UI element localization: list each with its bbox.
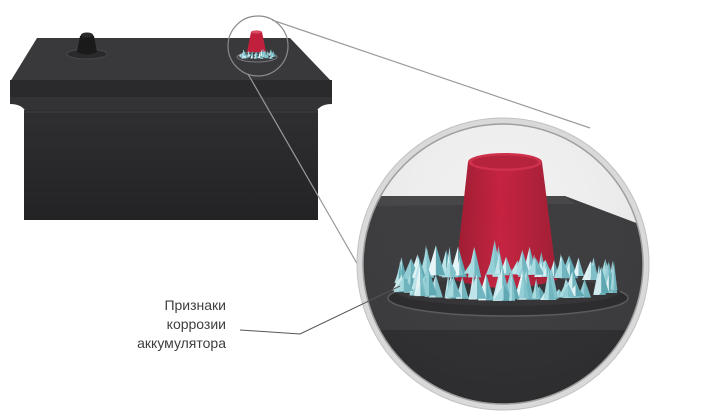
magnifying-lens-circle	[356, 117, 650, 411]
magnifier-connector-lines	[247, 19, 591, 301]
corrosion-crystals-small	[238, 48, 276, 59]
corrosion-callout-label: Признаки коррозии аккумулятора	[70, 296, 226, 353]
battery-lid-top	[10, 38, 332, 82]
callout-line-2: коррозии	[166, 316, 226, 332]
battery-lid-front	[10, 80, 332, 98]
battery-body	[24, 110, 318, 220]
callout-line-1: Признаки	[164, 297, 226, 313]
battery-lid-flange	[10, 97, 332, 112]
lens-focus-ring	[227, 15, 289, 77]
callout-line-3: аккумулятора	[137, 335, 226, 351]
callout-leader-line	[239, 285, 401, 335]
positive-terminal-cone	[236, 30, 278, 63]
car-battery-illustration	[10, 15, 332, 220]
negative-terminal-post	[66, 32, 108, 60]
